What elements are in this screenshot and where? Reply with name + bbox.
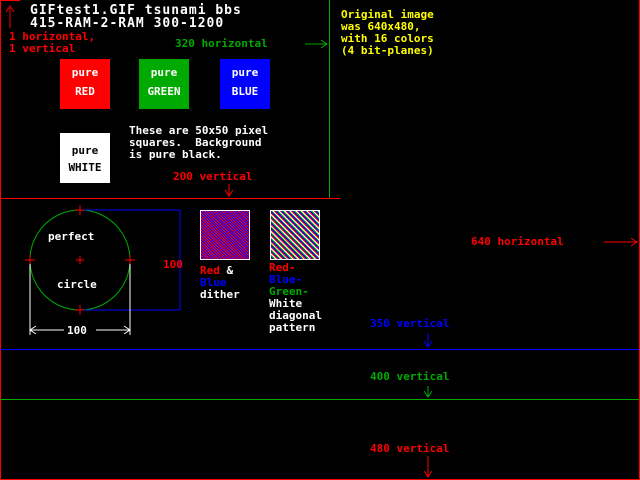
pure-green-square: pure GREEN	[139, 59, 189, 109]
diagonal-pattern-square	[270, 210, 320, 260]
arrow-320-icon	[320, 39, 328, 49]
squares-note: These are 50x50 pixel squares. Backgroun…	[129, 124, 269, 161]
label-200-vertical: 200 vertical	[173, 170, 253, 183]
label-640-horizontal: 640 horizontal	[471, 235, 564, 248]
circle-top-label: perfect	[48, 230, 95, 243]
width-label: 100	[67, 324, 87, 337]
pure-blue-square: pure BLUE	[220, 59, 270, 109]
circle-bottom-label: circle	[57, 278, 97, 291]
origin-label: 1 horizontal, 1 vertical	[9, 30, 96, 55]
dither-amp: &	[226, 264, 234, 277]
arrow-350-icon	[423, 340, 433, 348]
diagonal-red-word: Red-	[269, 261, 296, 274]
arrow-200-icon	[224, 189, 234, 197]
height-label: 100	[163, 258, 183, 271]
pure-green-line2: GREEN	[147, 85, 181, 98]
pure-green-line1: pure	[150, 66, 178, 79]
header-title-line1: GIFtest1.GIF tsunami bbs	[30, 3, 242, 18]
dither-blue-word: Blue	[200, 276, 227, 289]
dither-label: Red &	[200, 265, 233, 277]
height-dimension-lines	[84, 209, 181, 311]
arrow-400-icon	[423, 390, 433, 398]
pure-white-line2: WHITE	[68, 161, 102, 174]
arrow-640-icon	[630, 237, 638, 247]
header-title-line2: 415-RAM-2-RAM 300-1200	[30, 16, 225, 31]
pure-red-line2: RED	[75, 85, 95, 98]
pure-blue-line1: pure	[231, 66, 259, 79]
circle-crosshairs	[25, 205, 135, 315]
label-350-vertical: 350 vertical	[370, 317, 450, 330]
origin-arrow-icon	[5, 5, 15, 13]
arrow-480-icon	[423, 470, 433, 478]
label-320-horizontal: 320 horizontal	[175, 37, 268, 50]
diagonal-green-word: Green-	[269, 285, 309, 298]
pure-white-square: pure WHITE	[60, 133, 110, 183]
red-blue-dither-square	[200, 210, 250, 260]
diagonal-blue-word: Blue-	[269, 273, 303, 286]
diagonal-rest: diagonal pattern	[269, 309, 322, 334]
pure-blue-line2: BLUE	[231, 85, 259, 98]
original-image-note: Original image was 640x480, with 16 colo…	[341, 8, 434, 57]
label-400-vertical: 400 vertical	[370, 370, 450, 383]
width-dimension-lines	[29, 264, 131, 335]
diagonal-white-word: White	[269, 297, 303, 310]
label-480-vertical: 480 vertical	[370, 442, 450, 455]
pure-red-square: pure RED	[60, 59, 110, 109]
pure-white-line1: pure	[71, 144, 99, 157]
dither-red-word: Red	[200, 264, 220, 277]
dither-last-word: dither	[200, 288, 240, 301]
pure-red-line1: pure	[71, 66, 99, 79]
